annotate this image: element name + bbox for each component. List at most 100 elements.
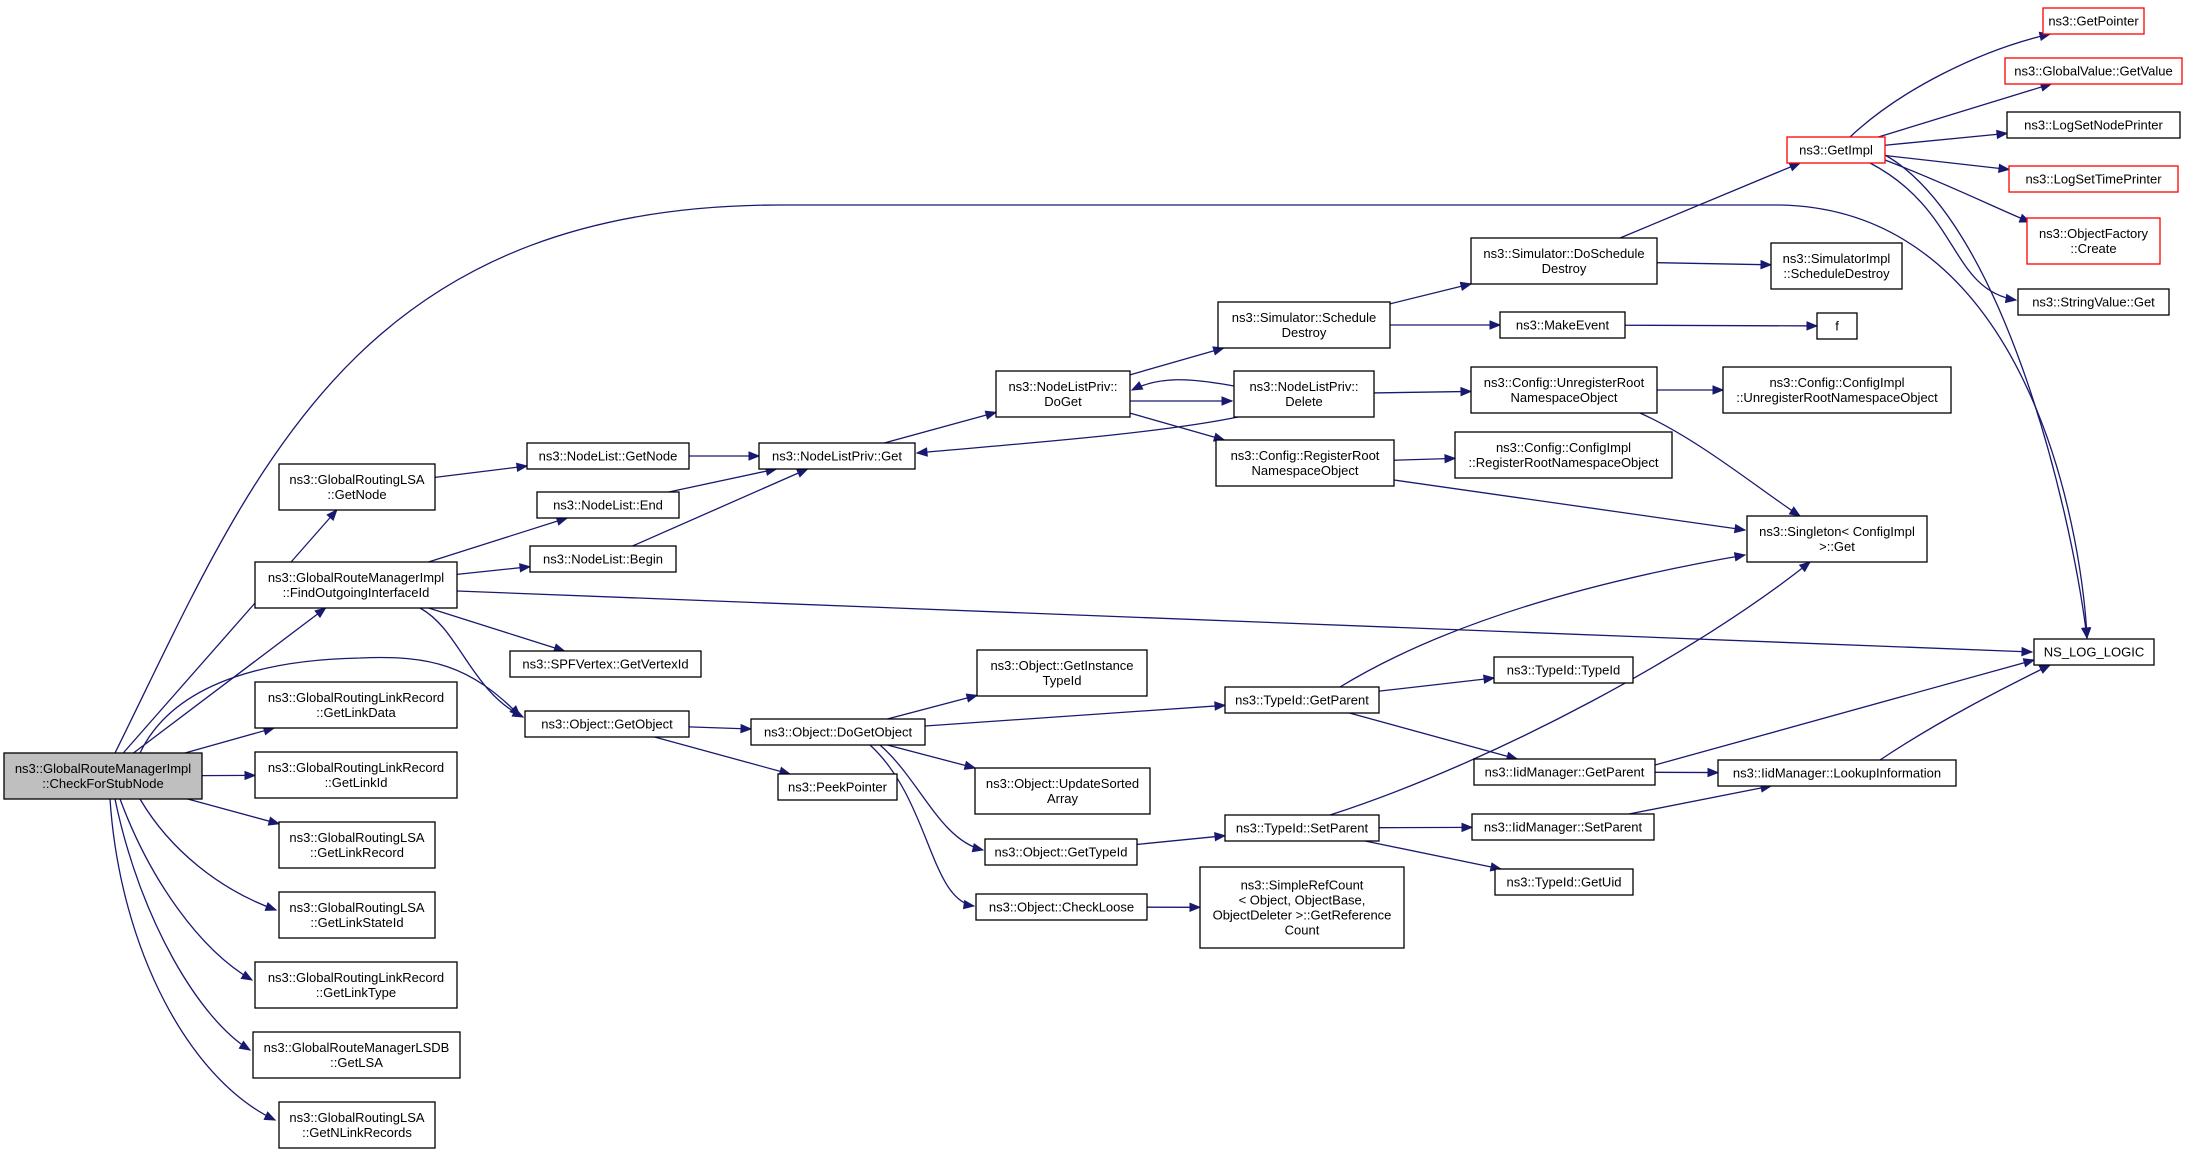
node-box[interactable] (1224, 686, 1380, 714)
node-box[interactable] (1233, 370, 1375, 418)
node-typeid-typeid[interactable]: ns3::TypeId::TypeId (1493, 656, 1634, 684)
node-object-dogetobject[interactable]: ns3::Object::DoGetObject (750, 718, 926, 746)
node-box[interactable] (750, 718, 926, 746)
node-cfgimpl-unregisterroot[interactable]: ns3::Config::ConfigImpl::UnregisterRootN… (1722, 366, 1952, 414)
node-box[interactable] (1217, 301, 1391, 349)
node-box[interactable] (1717, 759, 1957, 787)
node-iid-setparent[interactable]: ns3::IidManager::SetParent (1471, 813, 1655, 841)
node-box[interactable] (526, 442, 690, 470)
node-box[interactable] (2026, 217, 2161, 265)
node-box[interactable] (529, 545, 677, 573)
node-box[interactable] (976, 649, 1148, 697)
node-box[interactable] (777, 773, 898, 801)
node-nodelist-getnode[interactable]: ns3::NodeList::GetNode (526, 442, 690, 470)
node-box[interactable] (1471, 813, 1655, 841)
node-box[interactable] (2004, 57, 2183, 85)
node-box[interactable] (1770, 242, 1903, 290)
node-typeid-getparent[interactable]: ns3::TypeId::GetParent (1224, 686, 1380, 714)
node-grlr-getlinktype[interactable]: ns3::GlobalRoutingLinkRecord::GetLinkTyp… (254, 961, 458, 1009)
node-grmlsdb-getlsa[interactable]: ns3::GlobalRouteManagerLSDB::GetLSA (252, 1031, 461, 1079)
node-cfg-unregisterroot[interactable]: ns3::Config::UnregisterRootNamespaceObje… (1470, 366, 1658, 414)
node-box[interactable] (278, 463, 436, 511)
node-box[interactable] (1199, 866, 1405, 949)
node-nodelist-begin[interactable]: ns3::NodeList::Begin (529, 545, 677, 573)
node-objectfactory-create[interactable]: ns3::ObjectFactory::Create (2026, 217, 2161, 265)
node-box[interactable] (524, 710, 690, 738)
node-box[interactable] (536, 491, 680, 519)
node-gv-getvalue[interactable]: ns3::GlobalValue::GetValue (2004, 57, 2183, 85)
node-nlp-doget[interactable]: ns3::NodeListPriv::DoGet (995, 370, 1131, 418)
node-box[interactable] (1786, 136, 1886, 164)
node-object-getobject[interactable]: ns3::Object::GetObject (524, 710, 690, 738)
node-obj-checkloose[interactable]: ns3::Object::CheckLoose (975, 893, 1148, 921)
node-box[interactable] (254, 961, 458, 1009)
node-spf-getvertexid[interactable]: ns3::SPFVertex::GetVertexId (509, 650, 702, 678)
node-box[interactable] (1499, 311, 1626, 339)
node-box[interactable] (1470, 237, 1658, 285)
node-box[interactable] (2008, 165, 2179, 193)
node-box[interactable] (974, 767, 1151, 815)
node-box[interactable] (758, 442, 916, 470)
node-ns-log-logic[interactable]: NS_LOG_LOGIC (2033, 638, 2155, 666)
node-iid-getparent[interactable]: ns3::IidManager::GetParent (1473, 758, 1656, 786)
node-box[interactable] (1470, 366, 1658, 414)
node-peekpointer[interactable]: ns3::PeekPointer (777, 773, 898, 801)
node-box[interactable] (278, 891, 436, 939)
node-box[interactable] (1454, 431, 1673, 479)
node-box[interactable] (995, 370, 1131, 418)
node-simimpl-scheduledestroy[interactable]: ns3::SimulatorImpl::ScheduleDestroy (1770, 242, 1903, 290)
node-box[interactable] (1722, 366, 1952, 414)
node-box[interactable] (1215, 439, 1395, 487)
node-box[interactable] (975, 893, 1148, 921)
node-grlsa-getnode[interactable]: ns3::GlobalRoutingLSA::GetNode (278, 463, 436, 511)
node-box[interactable] (2017, 288, 2170, 316)
node-box[interactable] (1746, 515, 1928, 563)
node-logsettimeprinter[interactable]: ns3::LogSetTimePrinter (2008, 165, 2179, 193)
node-getimpl[interactable]: ns3::GetImpl (1786, 136, 1886, 164)
node-box[interactable] (254, 561, 458, 609)
node-box[interactable] (2042, 7, 2145, 35)
node-box[interactable] (278, 1101, 436, 1149)
node-grlsa-getnlinkrecords[interactable]: ns3::GlobalRoutingLSA::GetNLinkRecords (278, 1101, 436, 1149)
node-typeid-getuid[interactable]: ns3::TypeId::GetUid (1494, 868, 1634, 896)
node-grmi-findout[interactable]: ns3::GlobalRouteManagerImpl::FindOutgoin… (254, 561, 458, 609)
node-grlr-getlinkdata[interactable]: ns3::GlobalRoutingLinkRecord::GetLinkDat… (254, 681, 458, 729)
node-simplerefcount[interactable]: ns3::SimpleRefCount< Object, ObjectBase,… (1199, 866, 1405, 949)
node-obj-gettypeid[interactable]: ns3::Object::GetTypeId (984, 838, 1138, 866)
node-cfgimpl-registerroot[interactable]: ns3::Config::ConfigImpl::RegisterRootNam… (1454, 431, 1673, 479)
node-box[interactable] (252, 1031, 461, 1079)
node-box[interactable] (984, 838, 1138, 866)
node-grlr-getlinkid[interactable]: ns3::GlobalRoutingLinkRecord::GetLinkId (254, 751, 458, 799)
node-box[interactable] (3, 752, 203, 800)
node-nlp-delete[interactable]: ns3::NodeListPriv::Delete (1233, 370, 1375, 418)
node-box[interactable] (2033, 638, 2155, 666)
node-box[interactable] (509, 650, 702, 678)
node-grlsa-getlinkstateid[interactable]: ns3::GlobalRoutingLSA::GetLinkStateId (278, 891, 436, 939)
node-makeevent[interactable]: ns3::MakeEvent (1499, 311, 1626, 339)
node-typeid-setparent[interactable]: ns3::TypeId::SetParent (1224, 814, 1380, 842)
node-box[interactable] (1473, 758, 1656, 786)
node-nlp-get[interactable]: ns3::NodeListPriv::Get (758, 442, 916, 470)
node-box[interactable] (254, 681, 458, 729)
node-stringvalue-get[interactable]: ns3::StringValue::Get (2017, 288, 2170, 316)
node-sim-scheduledestroy[interactable]: ns3::Simulator::ScheduleDestroy (1217, 301, 1391, 349)
node-logsetnodeprinter[interactable]: ns3::LogSetNodePrinter (2006, 111, 2181, 139)
node-box[interactable] (2006, 111, 2181, 139)
node-cfg-registerroot[interactable]: ns3::Config::RegisterRootNamespaceObject (1215, 439, 1395, 487)
node-getpointer[interactable]: ns3::GetPointer (2042, 7, 2145, 35)
node-grlsa-getlinkrecord[interactable]: ns3::GlobalRoutingLSA::GetLinkRecord (278, 821, 436, 869)
node-box[interactable] (278, 821, 436, 869)
node-box[interactable] (1493, 656, 1634, 684)
node-singleton-get[interactable]: ns3::Singleton< ConfigImpl >::Get (1746, 515, 1928, 563)
node-nodelist-end[interactable]: ns3::NodeList::End (536, 491, 680, 519)
node-box[interactable] (1494, 868, 1634, 896)
node-box[interactable] (1816, 312, 1858, 340)
node-box[interactable] (1224, 814, 1380, 842)
node-root[interactable]: ns3::GlobalRouteManagerImpl::CheckForStu… (3, 752, 203, 800)
node-box[interactable] (254, 751, 458, 799)
node-iid-lookupinfo[interactable]: ns3::IidManager::LookupInformation (1717, 759, 1957, 787)
node-f[interactable]: f (1816, 312, 1858, 340)
